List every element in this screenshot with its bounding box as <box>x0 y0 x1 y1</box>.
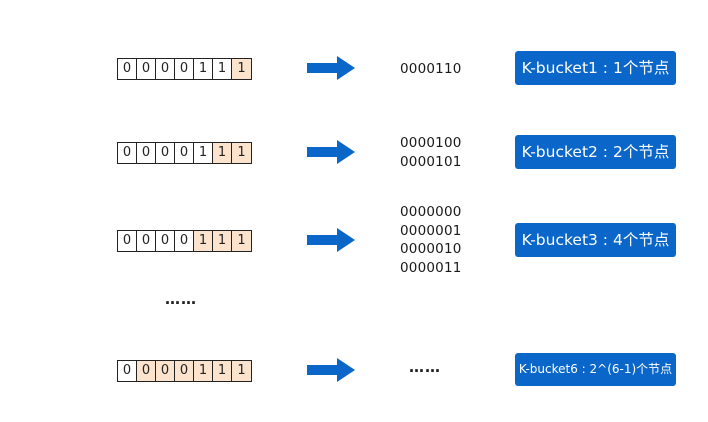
bit-cell: 1 <box>213 361 232 381</box>
bit-string-3: 0 0 0 0 1 1 1 <box>117 230 252 252</box>
node-id-ellipsis: …… <box>409 358 441 376</box>
node-id: 0000100 <box>400 135 462 151</box>
bit-cell: 1 <box>213 231 232 251</box>
k-bucket-label-3: K-bucket3 : 4个节点 <box>515 223 676 257</box>
bit-cell: 0 <box>137 231 156 251</box>
bit-cell: 1 <box>213 59 232 79</box>
node-id: 0000011 <box>400 259 462 276</box>
right-arrow-icon <box>307 56 355 80</box>
row-ellipsis: …… <box>165 290 197 308</box>
bit-cell: 0 <box>175 361 194 381</box>
bit-string-4: 0 0 0 0 1 1 1 <box>117 360 252 382</box>
node-id: 0000101 <box>400 153 462 170</box>
k-bucket-label-1: K-bucket1 : 1个节点 <box>515 51 676 85</box>
node-id-list-2: 0000100 0000101 <box>400 134 462 171</box>
right-arrow-icon <box>307 228 355 252</box>
bit-cell: 1 <box>194 59 213 79</box>
node-id-list-3: 0000000 0000001 0000010 0000011 <box>400 203 462 277</box>
bit-cell: 1 <box>232 231 251 251</box>
bit-cell: 0 <box>118 231 137 251</box>
bit-cell: 0 <box>118 59 137 79</box>
right-arrow-icon <box>307 140 355 164</box>
bit-cell: 0 <box>118 361 137 381</box>
bit-string-2: 0 0 0 0 1 1 1 <box>117 142 252 164</box>
bit-cell: 0 <box>175 231 194 251</box>
bit-string-1: 0 0 0 0 1 1 1 <box>117 58 252 80</box>
node-id: 0000010 <box>400 241 462 257</box>
node-id: 0000001 <box>400 222 462 239</box>
bit-cell: 0 <box>137 361 156 381</box>
k-bucket-label-4: K-bucket6 : 2^(6-1)个节点 <box>515 353 676 386</box>
bit-cell: 0 <box>156 59 175 79</box>
bit-cell: 1 <box>213 143 232 163</box>
k-bucket-label-2: K-bucket2 : 2个节点 <box>515 135 676 169</box>
bit-cell: 0 <box>137 59 156 79</box>
bit-cell: 1 <box>232 361 251 381</box>
bit-cell: 1 <box>194 231 213 251</box>
bit-cell: 1 <box>232 59 251 79</box>
bit-cell: 1 <box>194 143 213 163</box>
bit-cell: 0 <box>175 143 194 163</box>
bit-cell: 0 <box>156 143 175 163</box>
bit-cell: 1 <box>232 143 251 163</box>
bit-cell: 0 <box>156 231 175 251</box>
bit-cell: 0 <box>156 361 175 381</box>
node-id: 0000000 <box>400 204 462 220</box>
bit-cell: 0 <box>175 59 194 79</box>
bit-cell: 0 <box>137 143 156 163</box>
bit-cell: 0 <box>118 143 137 163</box>
bit-cell: 1 <box>194 361 213 381</box>
node-id-list-1: 0000110 <box>400 60 462 79</box>
node-id: 0000110 <box>400 61 462 77</box>
right-arrow-icon <box>307 358 355 382</box>
